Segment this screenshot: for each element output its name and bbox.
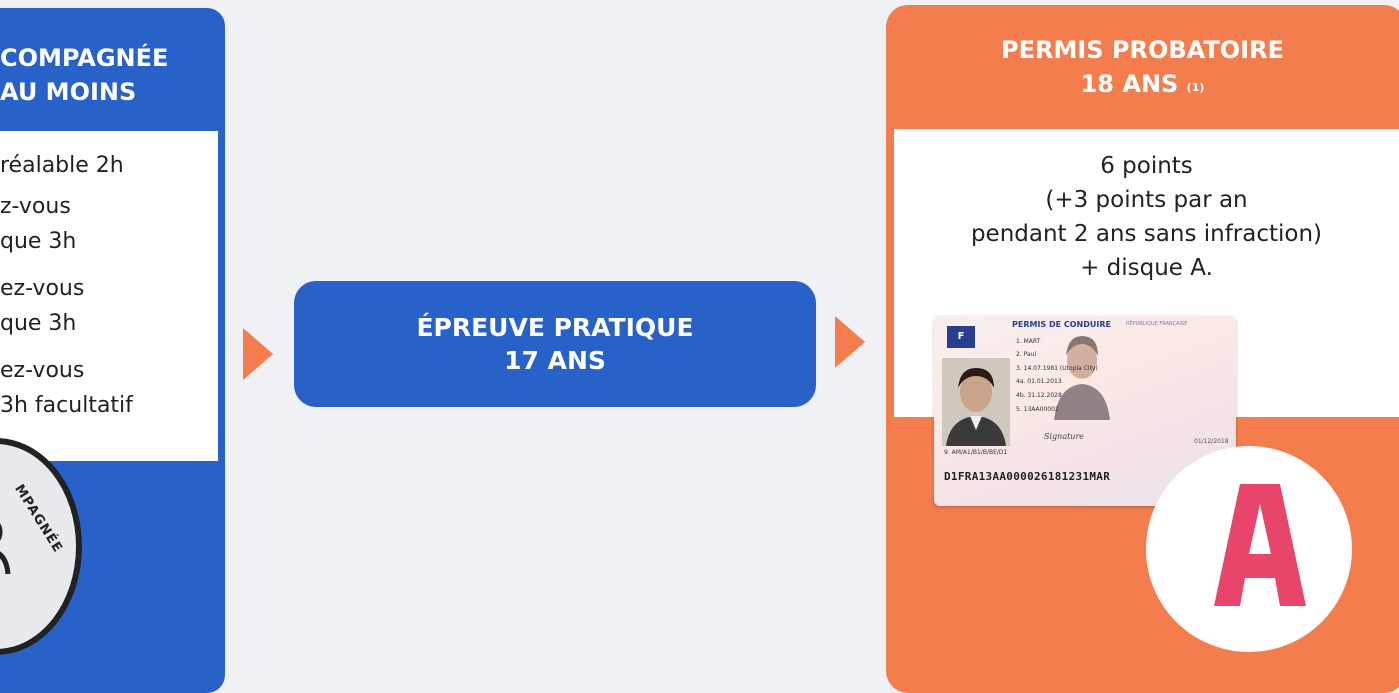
card-title: PERMIS DE CONDUIRE [1012,320,1111,329]
left-line-5: que 3h [0,311,77,336]
left-line-1: réalable 2h [0,153,124,178]
conduite-accompagnee-badge: MPAGNÉE [0,438,82,655]
card-republic: RÉPUBLIQUE FRANÇAISE [1126,321,1188,327]
arrow-right-icon [243,328,273,380]
letter-a-icon [1214,484,1306,606]
left-panel-body: réalable 2h z-vous que 3h ez-vous que 3h… [0,131,218,461]
left-header-line-1: COMPAGNÉE [0,44,169,72]
right-panel-header: PERMIS PROBATOIRE 18 ANS (1) [886,33,1399,101]
points-line-1: 6 points [1100,153,1193,179]
badge-label: MPAGNÉE [11,482,66,556]
card-field-4: 4a. 01.01.2013 [1016,378,1062,385]
left-line-3: que 3h [0,229,77,254]
card-field-6: 5. 13AA00002 [1016,406,1059,413]
exam-age: 17 ANS [504,346,606,375]
left-header-line-2: AU MOINS [0,78,137,106]
right-header-age: 18 ANS [1080,70,1179,98]
card-field-3: 3. 14.07.1981 (Utopia City) [1016,365,1098,372]
left-line-2: z-vous [0,194,71,219]
points-line-2: (+3 points par an [1045,187,1248,213]
arrow-right-icon [835,316,865,368]
card-categories: 9. AM/A1/B1/B/BE/D1 [944,449,1008,456]
practical-exam-step: ÉPREUVE PRATIQUE 17 ANS [294,281,816,407]
card-signature: Signature [1044,432,1085,441]
footnote-marker: (1) [1186,81,1205,94]
points-line-4: + disque A. [1080,255,1213,281]
left-panel-header: COMPAGNÉE AU MOINS [0,41,210,109]
eu-flag-icon: F [947,326,975,348]
right-header-line-1: PERMIS PROBATOIRE [1001,36,1284,64]
holder-ghost-photo [1054,336,1110,420]
holder-photo [942,358,1010,446]
disque-a-badge [1146,446,1352,652]
card-field-2: 2. Paul [1016,351,1037,358]
card-field-5: 4b. 31.12.2028 [1016,392,1062,399]
card-mrz-line: D1FRA13AA000026181231MAR [944,470,1111,483]
left-line-7: 3h facultatif [0,393,133,418]
card-date: 01/12/2018 [1194,438,1229,445]
right-header-line-2: 18 ANS (1) [886,67,1399,101]
left-line-4: ez-vous [0,276,85,301]
left-step-panel: COMPAGNÉE AU MOINS réalable 2h z-vous qu… [0,8,225,693]
card-field-1: 1. MART [1016,338,1041,345]
exam-title: ÉPREUVE PRATIQUE [416,313,694,342]
left-line-6: ez-vous [0,358,85,383]
points-line-3: pendant 2 ans sans infraction) [970,221,1323,247]
driver-pictogram-icon [0,523,11,575]
points-description: 6 points (+3 points par an pendant 2 ans… [894,149,1399,285]
